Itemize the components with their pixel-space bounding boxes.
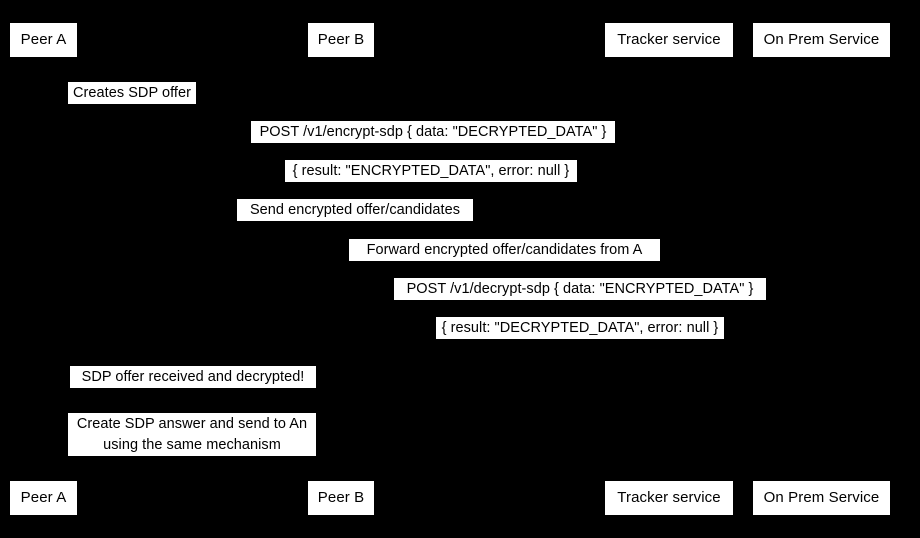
message-label-post-decrypt-sdp: POST /v1/decrypt-sdp { data: "ENCRYPTED_… — [394, 278, 766, 300]
lifeline-on-prem-service — [821, 57, 822, 481]
message-label-encrypt-sdp-result: { result: "ENCRYPTED_DATA", error: null … — [285, 160, 577, 182]
participant-peer-b-bottom[interactable]: Peer B — [308, 481, 374, 515]
participant-peer-b-top[interactable]: Peer B — [308, 23, 374, 57]
message-label-forward-encrypted-offer: Forward encrypted offer/candidates from … — [349, 239, 660, 261]
message-label-send-encrypted-offer: Send encrypted offer/candidates — [237, 199, 473, 221]
message-label-decrypt-sdp-result: { result: "DECRYPTED_DATA", error: null … — [436, 317, 724, 339]
participant-peer-a-bottom[interactable]: Peer A — [10, 481, 77, 515]
lifeline-peer-a — [43, 57, 44, 481]
participant-tracker-service-top[interactable]: Tracker service — [605, 23, 733, 57]
message-label-creates-sdp-offer: Creates SDP offer — [68, 82, 196, 104]
lifeline-peer-b — [341, 57, 342, 481]
participant-on-prem-service-top[interactable]: On Prem Service — [753, 23, 890, 57]
lifeline-tracker-service — [669, 57, 670, 481]
message-label-sdp-offer-received: SDP offer received and decrypted! — [70, 366, 316, 388]
message-label-post-encrypt-sdp: POST /v1/encrypt-sdp { data: "DECRYPTED_… — [251, 121, 615, 143]
participant-peer-a-top[interactable]: Peer A — [10, 23, 77, 57]
participant-on-prem-service-bottom[interactable]: On Prem Service — [753, 481, 890, 515]
participant-tracker-service-bottom[interactable]: Tracker service — [605, 481, 733, 515]
